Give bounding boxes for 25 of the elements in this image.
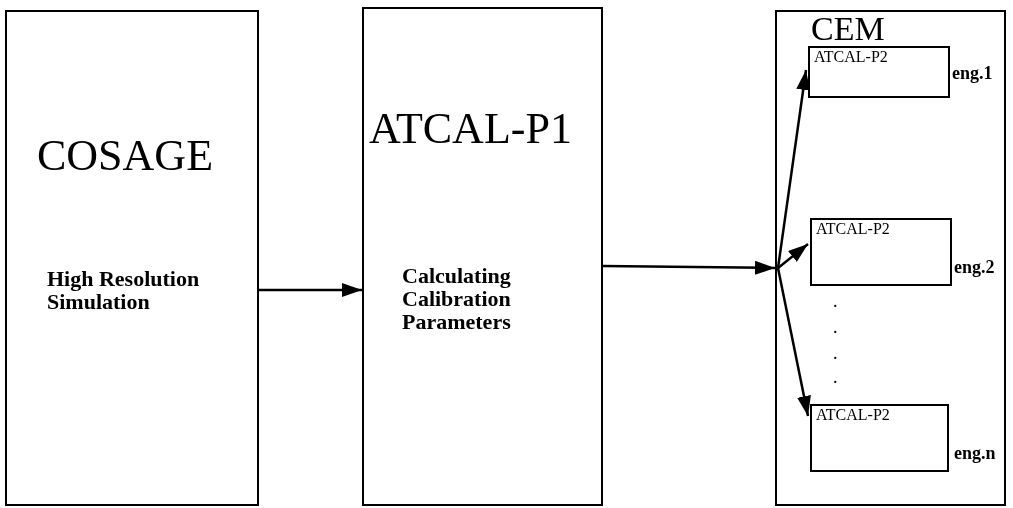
engine-label: eng.2 <box>953 258 996 276</box>
box-title: ATCAL-P2 <box>816 221 890 237</box>
box-description: High Resolution Simulation <box>47 267 201 314</box>
system-box <box>5 10 259 506</box>
arrow <box>776 267 811 417</box>
system-box <box>362 7 603 506</box>
process-box <box>808 46 950 98</box>
ellipsis-dot: . <box>833 292 838 310</box>
box-title: ATCAL-P2 <box>814 49 888 65</box>
ellipsis-dot: . <box>833 368 838 386</box>
arrow <box>777 243 809 269</box>
process-box <box>810 404 949 472</box>
ellipsis-dot: . <box>833 318 838 336</box>
engine-label: eng.1 <box>951 64 994 82</box>
arrow <box>259 283 362 297</box>
system-box <box>775 10 1006 506</box>
box-title: COSAGE <box>37 134 214 178</box>
arrow <box>776 69 811 269</box>
box-description: Calculating Calibration Parameters <box>402 264 512 334</box>
ellipsis-dot: . <box>833 344 838 362</box>
arrow <box>603 260 775 275</box>
box-title: CEM <box>811 12 885 46</box>
box-title: ATCAL-P1 <box>369 107 572 151</box>
box-title: ATCAL-P2 <box>816 407 890 423</box>
process-box <box>810 218 952 286</box>
